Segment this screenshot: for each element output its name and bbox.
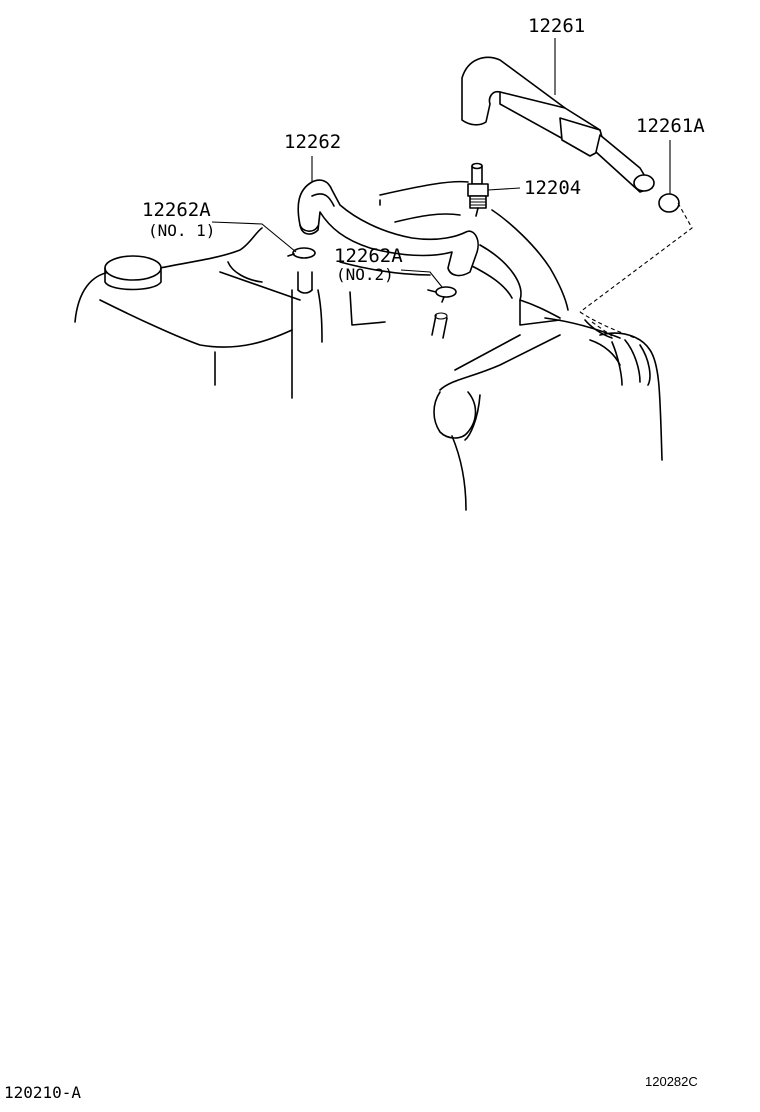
callout-12262a-no2: 12262A [334,245,403,267]
diagram-code: 120210-A [4,1083,81,1102]
figure-code: 120282C [645,1074,698,1089]
head-nipple-no2 [431,312,448,339]
pcv-hose-drawing [461,56,655,193]
ventilation-hose-drawing [297,179,479,277]
callout-12262a-no1-sub: (NO. 1) [148,221,215,240]
callout-12262: 12262 [284,131,341,153]
head-nipple-no1 [297,271,313,294]
callout-12261a: 12261A [636,115,705,137]
callout-12261: 12261 [528,15,585,37]
callout-12262a-no1: 12262A [142,199,211,221]
leader-lines [211,38,693,341]
pcv-hose-clamp-drawing [658,193,680,213]
clamp-no2-drawing [427,286,457,303]
clamp-no1-drawing [287,247,316,259]
oil-filler-cap-drawing [104,255,162,291]
pcv-valve-drawing [467,162,489,217]
callout-12204: 12204 [524,177,581,199]
engine-outline [74,180,663,511]
callout-12262a-no2-sub: (NO.2) [336,265,394,284]
